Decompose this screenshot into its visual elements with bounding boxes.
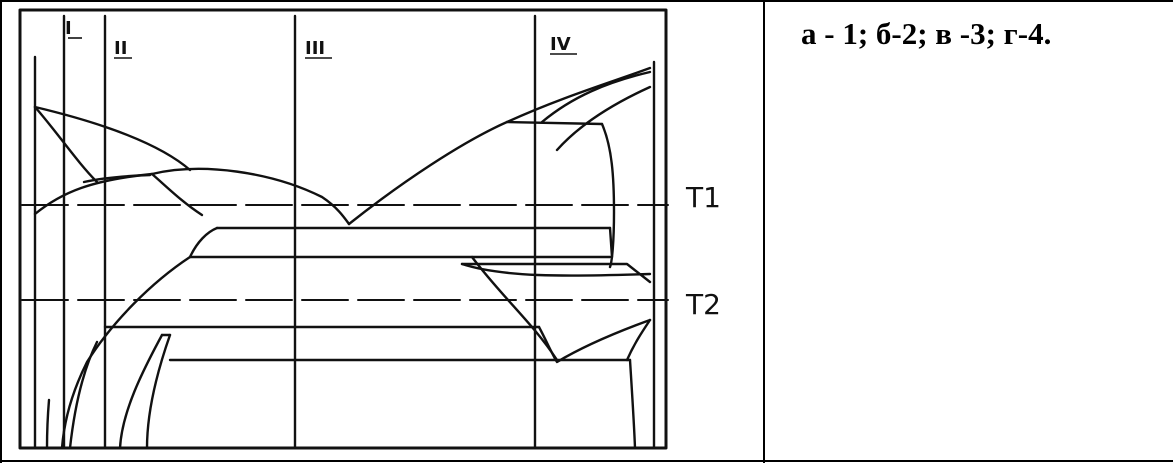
t1-label: T1 [685, 181, 721, 214]
bottom-right-lens-a [537, 318, 652, 364]
bottom-right-lens-b [625, 318, 652, 362]
lower-phase-left-b [145, 333, 172, 450]
left-eutectic-branch [82, 173, 152, 184]
lower-phase-left-a [118, 333, 164, 450]
table-border-left [0, 0, 2, 463]
section-label-i: I [65, 18, 72, 39]
diagram-cell: I II III IV T1 T2 [2, 2, 763, 460]
far-left-boundary [45, 398, 51, 450]
t2-label: T2 [685, 288, 721, 321]
left-solidus-upper [33, 105, 99, 184]
answer-cell: а - 1; б-2; в -3; г-4. [765, 2, 1173, 460]
diagram-frame [18, 8, 668, 450]
right-tie-line-upper [505, 120, 604, 126]
section-label-iv: IV [550, 34, 571, 55]
table-border-top [0, 0, 1173, 2]
right-lens-lower [555, 85, 652, 152]
lower-right-upper [460, 262, 652, 284]
band-left-curve [188, 226, 219, 259]
section-label-iii: III [305, 38, 325, 59]
right-liquidus [347, 66, 652, 226]
left-liquidus [33, 105, 192, 172]
table-cell-divider [763, 0, 765, 463]
far-left-curve-2 [68, 340, 99, 450]
lower-right-curve [460, 262, 652, 277]
lower-phase-right [628, 358, 637, 450]
right-lens-upper [540, 70, 652, 124]
table-border-bottom [0, 460, 1173, 462]
phase-diagram: I II III IV T1 T2 [18, 8, 721, 450]
section-label-ii: II [114, 38, 127, 59]
upper-dome [150, 167, 351, 226]
band-right-edge [608, 226, 614, 259]
dome-left-slope [150, 172, 204, 217]
answer-text: а - 1; б-2; в -3; г-4. [801, 16, 1052, 51]
